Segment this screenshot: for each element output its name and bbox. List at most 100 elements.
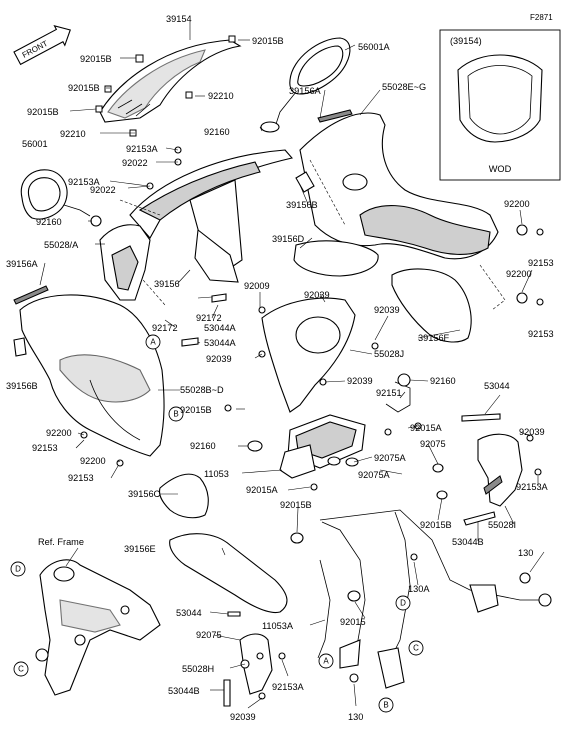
ref-frame-label: Ref. Frame — [38, 537, 84, 547]
label-92075A-b: 92075A — [358, 470, 391, 480]
label-53044B-a: 53044B — [452, 537, 484, 547]
label-92015B-g: 92015B — [420, 520, 452, 530]
stay-11053A[interactable] — [317, 509, 552, 689]
label-53044A-a: 53044A — [204, 323, 237, 333]
callout-a-1: A — [145, 334, 161, 350]
label-92153-d: 92153 — [68, 473, 94, 483]
label-92153-c: 92153 — [32, 443, 58, 453]
leader-lines — [39, 22, 545, 709]
callout-d-1: D — [10, 561, 26, 577]
label-92015A-b: 92015A — [246, 485, 279, 495]
label-55028E-G: 55028E~G — [382, 82, 426, 92]
label-92015A-a: 92015A — [410, 423, 443, 433]
screw-92015B-right[interactable] — [228, 35, 236, 43]
label-92015B-f: 92015B — [280, 500, 312, 510]
label-92172-a: 92172 — [196, 313, 222, 323]
label-92039-c: 92039 — [206, 354, 232, 364]
label-130-b: 130 — [348, 712, 363, 722]
callout-c-1: C — [13, 661, 29, 677]
screw-92015B-low[interactable] — [95, 105, 103, 113]
label-55028H: 55028H — [182, 664, 214, 674]
label-39156E: 39156E — [124, 544, 156, 554]
label-92039-e: 92039 — [519, 427, 545, 437]
nut-92210[interactable] — [185, 91, 193, 99]
part-labels: F2871 39154 92015B 92015B 56001A 92015B … — [6, 13, 554, 722]
label-92153A-c: 92153A — [516, 482, 549, 492]
pin-53044B-a[interactable] — [463, 511, 496, 526]
mirror-56001[interactable] — [20, 169, 102, 227]
inset-variant: WOD — [489, 164, 512, 174]
label-92160-c: 92160 — [430, 376, 456, 386]
inner-duct-assembly[interactable] — [119, 149, 294, 306]
panel-39156F[interactable] — [391, 268, 472, 343]
label-92022-a: 92022 — [122, 158, 148, 168]
pin-53044A-a[interactable] — [211, 293, 227, 303]
svg-text:A: A — [150, 338, 156, 347]
label-92153A-b: 92153A — [68, 177, 101, 187]
label-55028J: 55028J — [374, 349, 404, 359]
pin-53044-short[interactable] — [227, 611, 241, 617]
label-56001: 56001 — [22, 139, 48, 149]
label-92210-a: 92210 — [208, 91, 234, 101]
svg-text:D: D — [400, 599, 406, 608]
mirror-56001A[interactable] — [260, 37, 351, 133]
screw-92015B-mid[interactable] — [104, 85, 112, 93]
label-39156A-a: 39156A — [289, 86, 322, 96]
label-55028A: 55028/A — [44, 240, 79, 250]
label-39156: 39156 — [154, 279, 180, 289]
label-53044B-b: 53044B — [168, 686, 200, 696]
bracket-55028H[interactable] — [239, 633, 273, 695]
label-39156D: 39156D — [272, 234, 305, 244]
label-92015: 92015 — [340, 617, 366, 627]
label-92015B-e: 92015B — [180, 405, 212, 415]
label-92153-a: 92153 — [528, 258, 554, 268]
strip-39156A-right[interactable] — [317, 109, 353, 123]
pad-39156D[interactable] — [293, 240, 379, 277]
upper-fairing-55028E-G[interactable] — [299, 112, 499, 260]
label-92075-b: 92075 — [196, 630, 222, 640]
label-92015B-a: 92015B — [80, 54, 112, 64]
panel-39156C[interactable] — [158, 473, 209, 519]
windshield-39154[interactable] — [99, 39, 242, 123]
svg-text:C: C — [413, 644, 419, 653]
label-92160-d: 92160 — [190, 441, 216, 451]
label-92210-b: 92210 — [60, 129, 86, 139]
label-11053: 11053 — [204, 469, 229, 479]
label-55028B-D: 55028B~D — [180, 385, 224, 395]
label-56001A: 56001A — [358, 42, 391, 52]
callout-a-2: A — [318, 653, 334, 669]
strip-39156B-left[interactable] — [13, 337, 27, 357]
strip-39156B-right[interactable] — [295, 171, 315, 193]
panel-39156E[interactable] — [169, 533, 288, 614]
label-53044A-b: 53044A — [204, 338, 237, 348]
meter-bracket-assembly[interactable] — [279, 373, 411, 479]
label-92075A-a: 92075A — [374, 453, 407, 463]
label-92151: 92151 — [376, 388, 402, 398]
label-92153-b: 92153 — [528, 329, 554, 339]
pin-53044B-b[interactable] — [223, 679, 231, 707]
label-92039-f: 92039 — [230, 712, 256, 722]
label-92200-a: 92200 — [504, 199, 530, 209]
label-39156C: 39156C — [128, 489, 161, 499]
screw-92015B-top[interactable] — [135, 54, 144, 63]
label-92200-d: 92200 — [80, 456, 106, 466]
label-92200-b: 92200 — [506, 269, 532, 279]
lower-cowl-55028B-D[interactable] — [19, 294, 165, 457]
label-39154: 39154 — [166, 14, 192, 24]
pin-53044A-b[interactable] — [181, 337, 199, 347]
strip-39156A-left[interactable] — [13, 285, 49, 305]
inner-panel-55028J[interactable] — [261, 297, 356, 413]
svg-text:C: C — [18, 665, 24, 674]
label-92200-c: 92200 — [46, 428, 72, 438]
svg-text:B: B — [173, 410, 178, 419]
side-fairing-55028A[interactable] — [99, 224, 151, 301]
label-92039-b: 92039 — [374, 305, 400, 315]
label-92153A-a: 92153A — [126, 144, 159, 154]
pin-53044-long[interactable] — [461, 413, 501, 422]
label-39156A-b: 39156A — [6, 259, 39, 269]
bracket-55028I[interactable] — [477, 433, 523, 507]
label-92015B-c: 92015B — [68, 83, 100, 93]
figure-code: F2871 — [530, 13, 553, 22]
small-fasteners[interactable] — [80, 146, 544, 700]
